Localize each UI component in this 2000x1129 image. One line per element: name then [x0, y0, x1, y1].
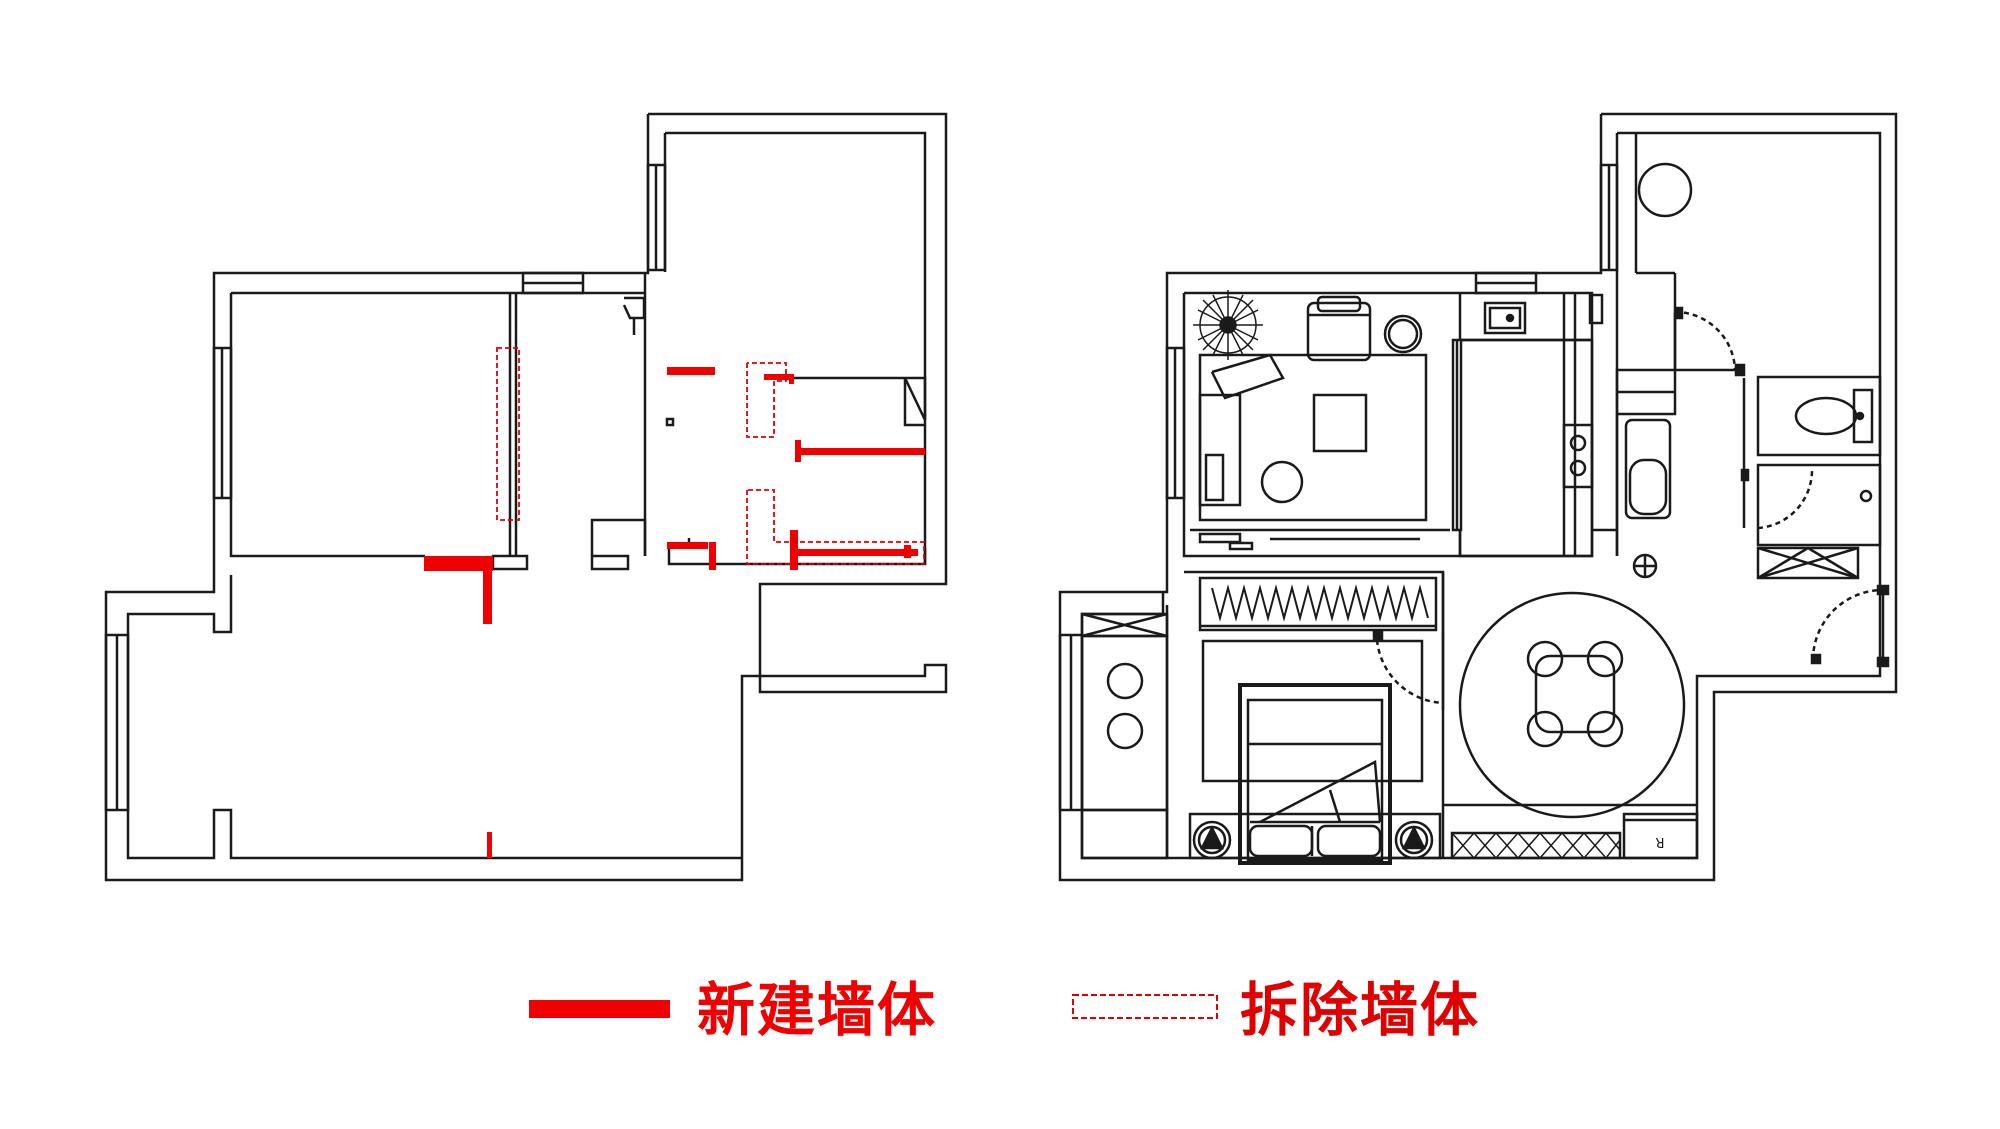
north-east-room: [1615, 162, 1693, 579]
nightstand-lamp-left: [1192, 820, 1232, 860]
legend-demolish-wall-label: 拆除墙体: [1240, 976, 1481, 1044]
legend-demolish-wall-swatch: [1072, 994, 1218, 1019]
bedroom: [1188, 576, 1442, 865]
potted-plant-icon: [1193, 290, 1263, 360]
dining-table: [1534, 654, 1616, 734]
study-lounge-chair: [1306, 295, 1372, 362]
door-swings: [1375, 310, 1884, 705]
furnished-inner-wall: [1080, 131, 1882, 860]
cooktop-icon: [1562, 423, 1594, 489]
legend: [529, 994, 1218, 1019]
dining-chair-1: [1526, 640, 1564, 678]
nightstand-lamp-right: [1394, 820, 1434, 860]
new-wall-markers: [424, 367, 925, 858]
balcony-seating: [1080, 612, 1169, 860]
original-plan: [104, 112, 948, 882]
wardrobe: [1198, 576, 1438, 632]
toilet-icon: [1794, 388, 1874, 444]
dining-chair-4: [1586, 710, 1624, 748]
furnished-plan: R: [1058, 112, 1898, 882]
study-ottoman: [1312, 393, 1368, 453]
legend-new-wall-label: 新建墙体: [697, 976, 938, 1044]
study-room: [1190, 290, 1450, 551]
original-inner-wall: [665, 131, 927, 566]
original-bedroom-wall: [229, 293, 425, 558]
bed-headboard: [1201, 639, 1424, 783]
demolish-wall-markers: [496, 347, 925, 565]
study-daybed: [1210, 353, 1285, 400]
bed: [1238, 683, 1392, 865]
study-side-table: [1383, 314, 1423, 354]
dining-chair-3: [1526, 710, 1564, 748]
kitchen-sink: [1483, 301, 1527, 335]
study-round-stool: [1260, 460, 1304, 504]
dining-chair-2: [1586, 640, 1624, 678]
legend-new-wall-swatch: [529, 1000, 670, 1018]
bathroom: [1740, 375, 1882, 580]
furnished-outer-wall: [1058, 112, 1898, 882]
study-desk: [1198, 393, 1242, 507]
fridge-mark: R: [1655, 834, 1664, 849]
tv-cabinet: [1450, 831, 1622, 860]
original-living-wall: [126, 575, 742, 860]
refrigerator-icon: R: [1622, 812, 1699, 860]
kitchen: [1451, 293, 1604, 558]
dining-rug: [1458, 591, 1686, 819]
dining-area: R: [1450, 591, 1699, 860]
